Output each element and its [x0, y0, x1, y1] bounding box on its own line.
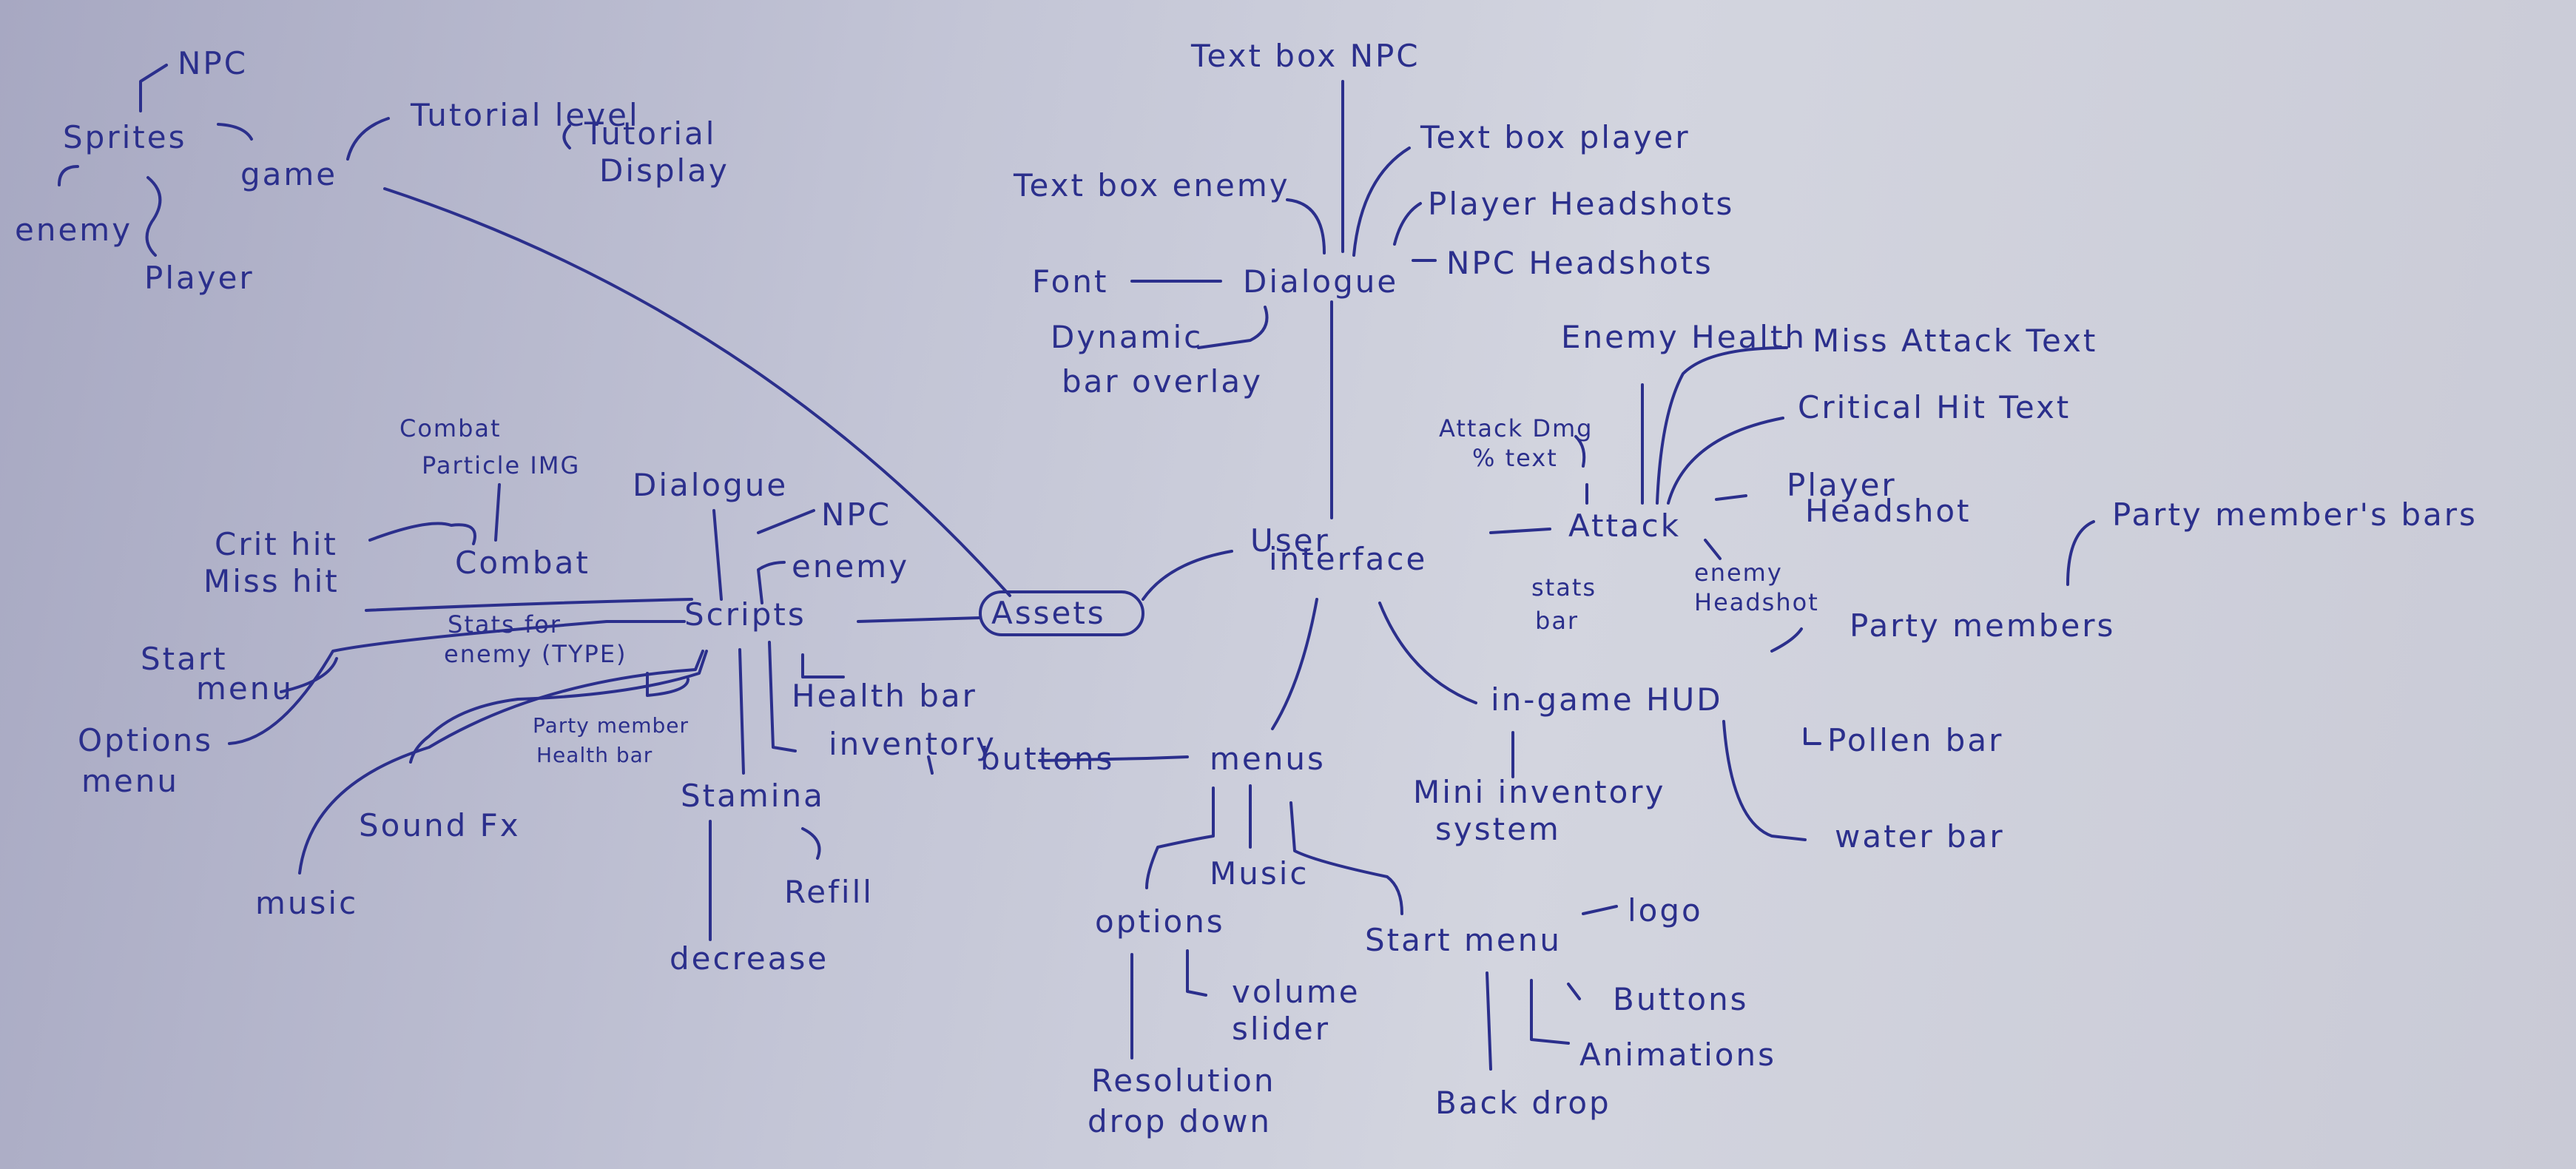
- label-water-bar: water bar: [1835, 818, 2005, 855]
- label-pollen-bar: Pollen bar: [1827, 722, 2003, 758]
- label-npc-headshots: NPC Headshots: [1446, 245, 1713, 281]
- label-player-headshots: Player Headshots: [1428, 186, 1734, 222]
- label-enemy-headshot-1: enemy: [1694, 559, 1783, 587]
- label-miss-attack-text: Miss Attack Text: [1813, 323, 2097, 359]
- label-resolution: Resolution: [1091, 1062, 1275, 1099]
- label-start: Start: [141, 641, 228, 677]
- label-decrease: decrease: [670, 940, 829, 977]
- label-dynamic: Dynamic: [1051, 319, 1203, 355]
- label-music-menu: Music: [1210, 855, 1309, 892]
- label-npc: NPC: [178, 45, 248, 81]
- label-tutorial-level: Tutorial level: [410, 97, 640, 133]
- label-combat: Combat: [455, 545, 590, 581]
- label-text-box-player: Text box player: [1420, 119, 1690, 155]
- node-labels: NPC Sprites enemy Player game Tutorial l…: [15, 38, 2478, 1139]
- label-buttons-menu: buttons: [980, 741, 1114, 777]
- label-text-box-npc: Text box NPC: [1190, 38, 1420, 74]
- label-user: User: [1250, 522, 1330, 559]
- label-pct-text: % text: [1472, 444, 1558, 472]
- label-miss-hit: Miss hit: [203, 563, 340, 599]
- label-mini-inventory: Mini inventory: [1413, 774, 1665, 810]
- label-in-game-hud: in-game HUD: [1491, 681, 1723, 718]
- label-dialogue-ui: Dialogue: [1243, 263, 1398, 300]
- label-stamina: Stamina: [681, 778, 825, 814]
- label-enemy-script: enemy: [792, 548, 909, 584]
- label-health-bar: Health bar: [792, 678, 977, 714]
- label-back-drop: Back drop: [1435, 1085, 1611, 1121]
- label-refill: Refill: [784, 874, 874, 910]
- label-enemy-headshot-2: Headshot: [1694, 588, 1819, 616]
- label-logo: logo: [1628, 892, 1703, 929]
- label-start-menu-script: menu: [196, 670, 294, 707]
- label-slider: slider: [1232, 1011, 1330, 1047]
- label-tutorial: Tutorial: [584, 115, 716, 152]
- label-party-health-bar: Health bar: [536, 743, 653, 767]
- label-enemy-health: Enemy Health: [1561, 319, 1807, 355]
- label-party-members-bars: Party member's bars: [2112, 496, 2478, 533]
- label-stats-for: Stats for: [448, 610, 562, 639]
- label-party-members: Party members: [1850, 607, 2115, 644]
- label-dialogue-script: Dialogue: [633, 467, 788, 503]
- label-font: Font: [1032, 263, 1108, 300]
- label-enemy: enemy: [15, 212, 132, 248]
- connector-lines: [58, 64, 2095, 1071]
- label-npc-script: NPC: [821, 496, 891, 533]
- label-options: Options: [78, 722, 213, 758]
- label-player-headshot-1: Player: [1787, 467, 1897, 503]
- label-start-menu: Start menu: [1365, 922, 1562, 958]
- label-music-script: music: [255, 885, 358, 921]
- label-party-member: Party member: [533, 713, 689, 738]
- label-game: game: [240, 156, 337, 192]
- label-bar: bar: [1535, 607, 1579, 635]
- label-attack: Attack: [1568, 508, 1681, 544]
- label-critical-hit-text: Critical Hit Text: [1798, 389, 2071, 425]
- label-stats: stats: [1531, 573, 1596, 602]
- label-options-menu: menu: [81, 763, 179, 799]
- label-assets: Assets: [991, 595, 1106, 631]
- label-inventory: inventory: [829, 726, 997, 762]
- label-interface: interface: [1269, 541, 1427, 577]
- label-particle-img: Particle IMG: [422, 451, 580, 479]
- label-scripts: Scripts: [684, 596, 806, 633]
- label-attack-dmg: Attack Dmg: [1439, 414, 1593, 442]
- label-drop-down: drop down: [1088, 1103, 1272, 1139]
- assets-bubble: [979, 590, 1144, 636]
- label-player: Player: [144, 260, 254, 296]
- label-player-headshot-2: Headshot: [1805, 493, 1971, 529]
- label-options-menu-ui: options: [1095, 903, 1225, 940]
- label-enemy-type: enemy (TYPE): [444, 640, 627, 668]
- label-text-box-enemy: Text box enemy: [1013, 167, 1290, 203]
- label-crit-hit: Crit hit: [215, 526, 338, 562]
- label-sprites: Sprites: [63, 119, 186, 155]
- label-display: Display: [599, 152, 729, 189]
- label-volume: volume: [1232, 974, 1361, 1010]
- label-sound-fx: Sound Fx: [359, 807, 521, 843]
- label-combat-top: Combat: [399, 414, 502, 442]
- label-buttons-start: Buttons: [1613, 981, 1749, 1017]
- label-animations: Animations: [1579, 1037, 1776, 1073]
- label-menus: menus: [1210, 741, 1326, 777]
- label-bar-overlay: bar overlay: [1062, 363, 1263, 400]
- label-system: system: [1435, 811, 1561, 847]
